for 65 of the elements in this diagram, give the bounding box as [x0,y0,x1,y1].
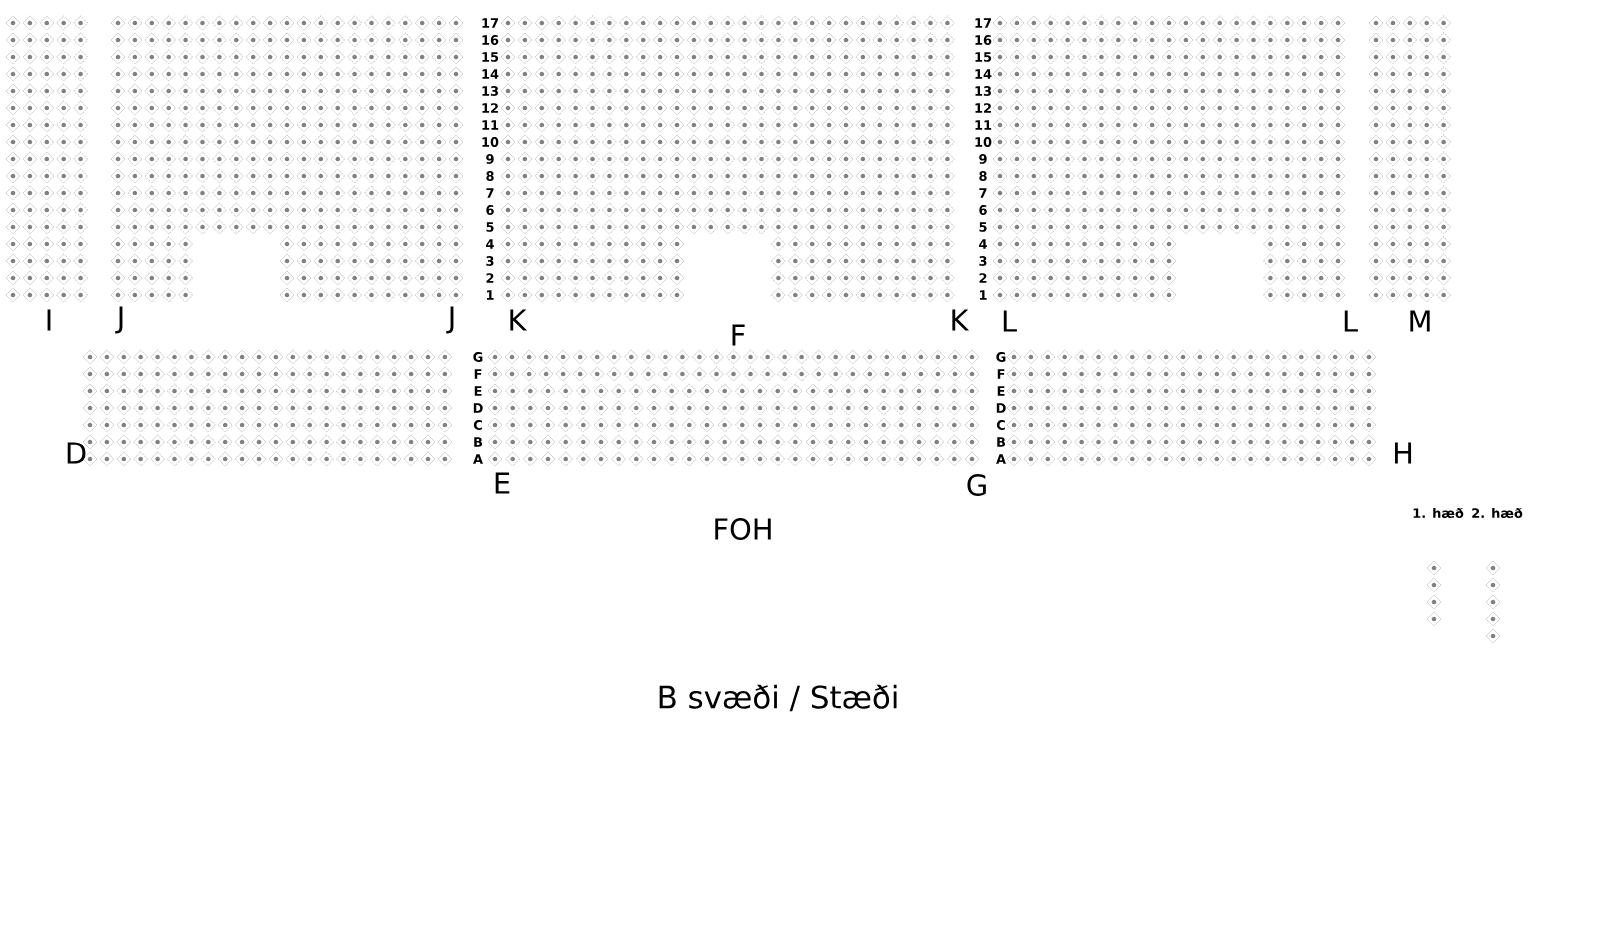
row-number: 8 [486,171,494,181]
row-letter: G [996,352,1006,362]
row-number: 10 [482,137,499,147]
row-letter: C [473,420,482,430]
row-number: 9 [979,154,987,164]
section-letter: K [952,309,970,331]
row-number: 2 [979,273,987,283]
row-letter: B [474,437,483,447]
row-number: 17 [482,18,498,28]
row-number: 10 [975,137,992,147]
section-letter: H [1395,442,1412,464]
section-letter: L [1003,310,1017,332]
row-number: 5 [979,222,987,232]
floor-label: 1. hæð [1413,508,1464,518]
section-letter: J [446,306,454,334]
row-number: 4 [979,239,987,249]
row-number: 2 [486,273,494,283]
row-number: 7 [486,188,494,198]
row-number: 13 [975,86,991,96]
row-number: 17 [975,18,991,28]
section-letter: D [67,442,86,464]
row-number: 14 [975,69,992,79]
row-number: 6 [979,205,987,215]
row-letter: F [997,369,1005,379]
row-number: 15 [482,52,499,62]
row-letter: C [996,420,1005,430]
row-letter: G [473,352,483,362]
row-letter: E [474,386,482,396]
section-letter: E [495,472,510,494]
row-letter: E [997,386,1005,396]
row-letter: B [997,437,1006,447]
section-letter: M [1410,310,1430,332]
row-number: 6 [486,205,494,215]
row-number: 16 [482,35,499,45]
row-number: 11 [975,120,992,130]
row-number: 14 [482,69,499,79]
row-number: 8 [979,171,987,181]
row-number: 4 [486,239,494,249]
row-number: 12 [482,103,498,113]
section-letter: K [510,309,528,331]
row-letter: A [473,454,483,464]
row-number: 16 [975,35,992,45]
floor-label: 2. hæð [1472,508,1523,518]
row-letter: D [996,403,1006,413]
row-number: 7 [979,188,987,198]
row-number: 3 [486,256,494,266]
row-letter: A [996,454,1006,464]
row-number: 5 [486,222,494,232]
section-letter: F [732,324,745,346]
row-number: 1 [980,290,987,300]
section-letter: I [47,309,51,331]
section-letter: L [1344,310,1358,332]
row-number: 1 [486,290,494,300]
row-number: 13 [482,86,498,96]
row-letter: F [474,369,482,379]
section-letter: G [967,474,986,496]
section-letter: J [115,306,123,334]
row-letter: D [473,403,483,413]
row-number: 3 [979,256,987,266]
row-number: 9 [486,154,494,164]
row-number: 12 [975,103,991,113]
area-title: B svæði / Stæði [659,684,897,712]
row-number: 11 [482,120,499,130]
area-label: FOH [715,518,771,540]
row-number: 15 [975,52,992,62]
